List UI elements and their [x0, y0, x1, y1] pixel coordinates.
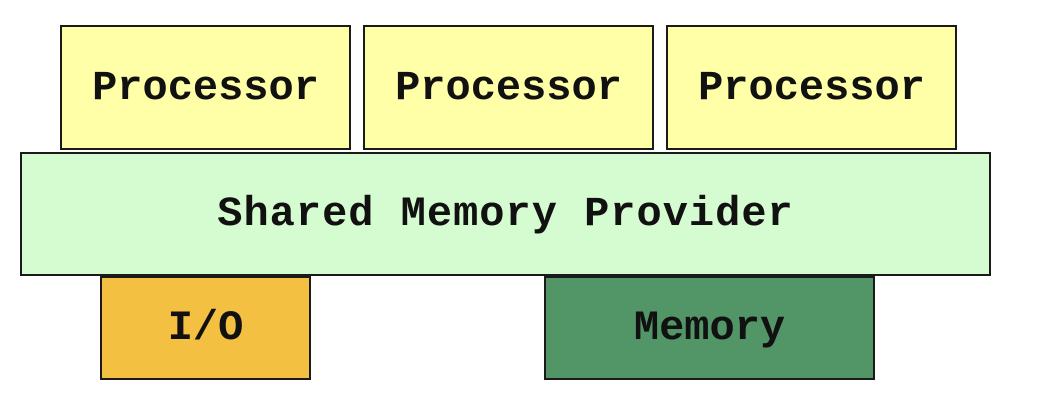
memory-label: Memory [633, 304, 786, 352]
memory-box: Memory [544, 276, 875, 380]
processor-label-1: Processor [92, 63, 319, 112]
io-box: I/O [100, 276, 311, 380]
processor-box-2: Processor [363, 25, 654, 150]
io-label: I/O [167, 304, 244, 352]
processor-box-1: Processor [60, 25, 351, 150]
processor-label-3: Processor [698, 63, 925, 112]
processor-label-2: Processor [395, 63, 622, 112]
shared-memory-provider-label: Shared Memory Provider [217, 190, 794, 238]
shared-memory-provider-box: Shared Memory Provider [20, 152, 991, 276]
processor-box-3: Processor [666, 25, 957, 150]
